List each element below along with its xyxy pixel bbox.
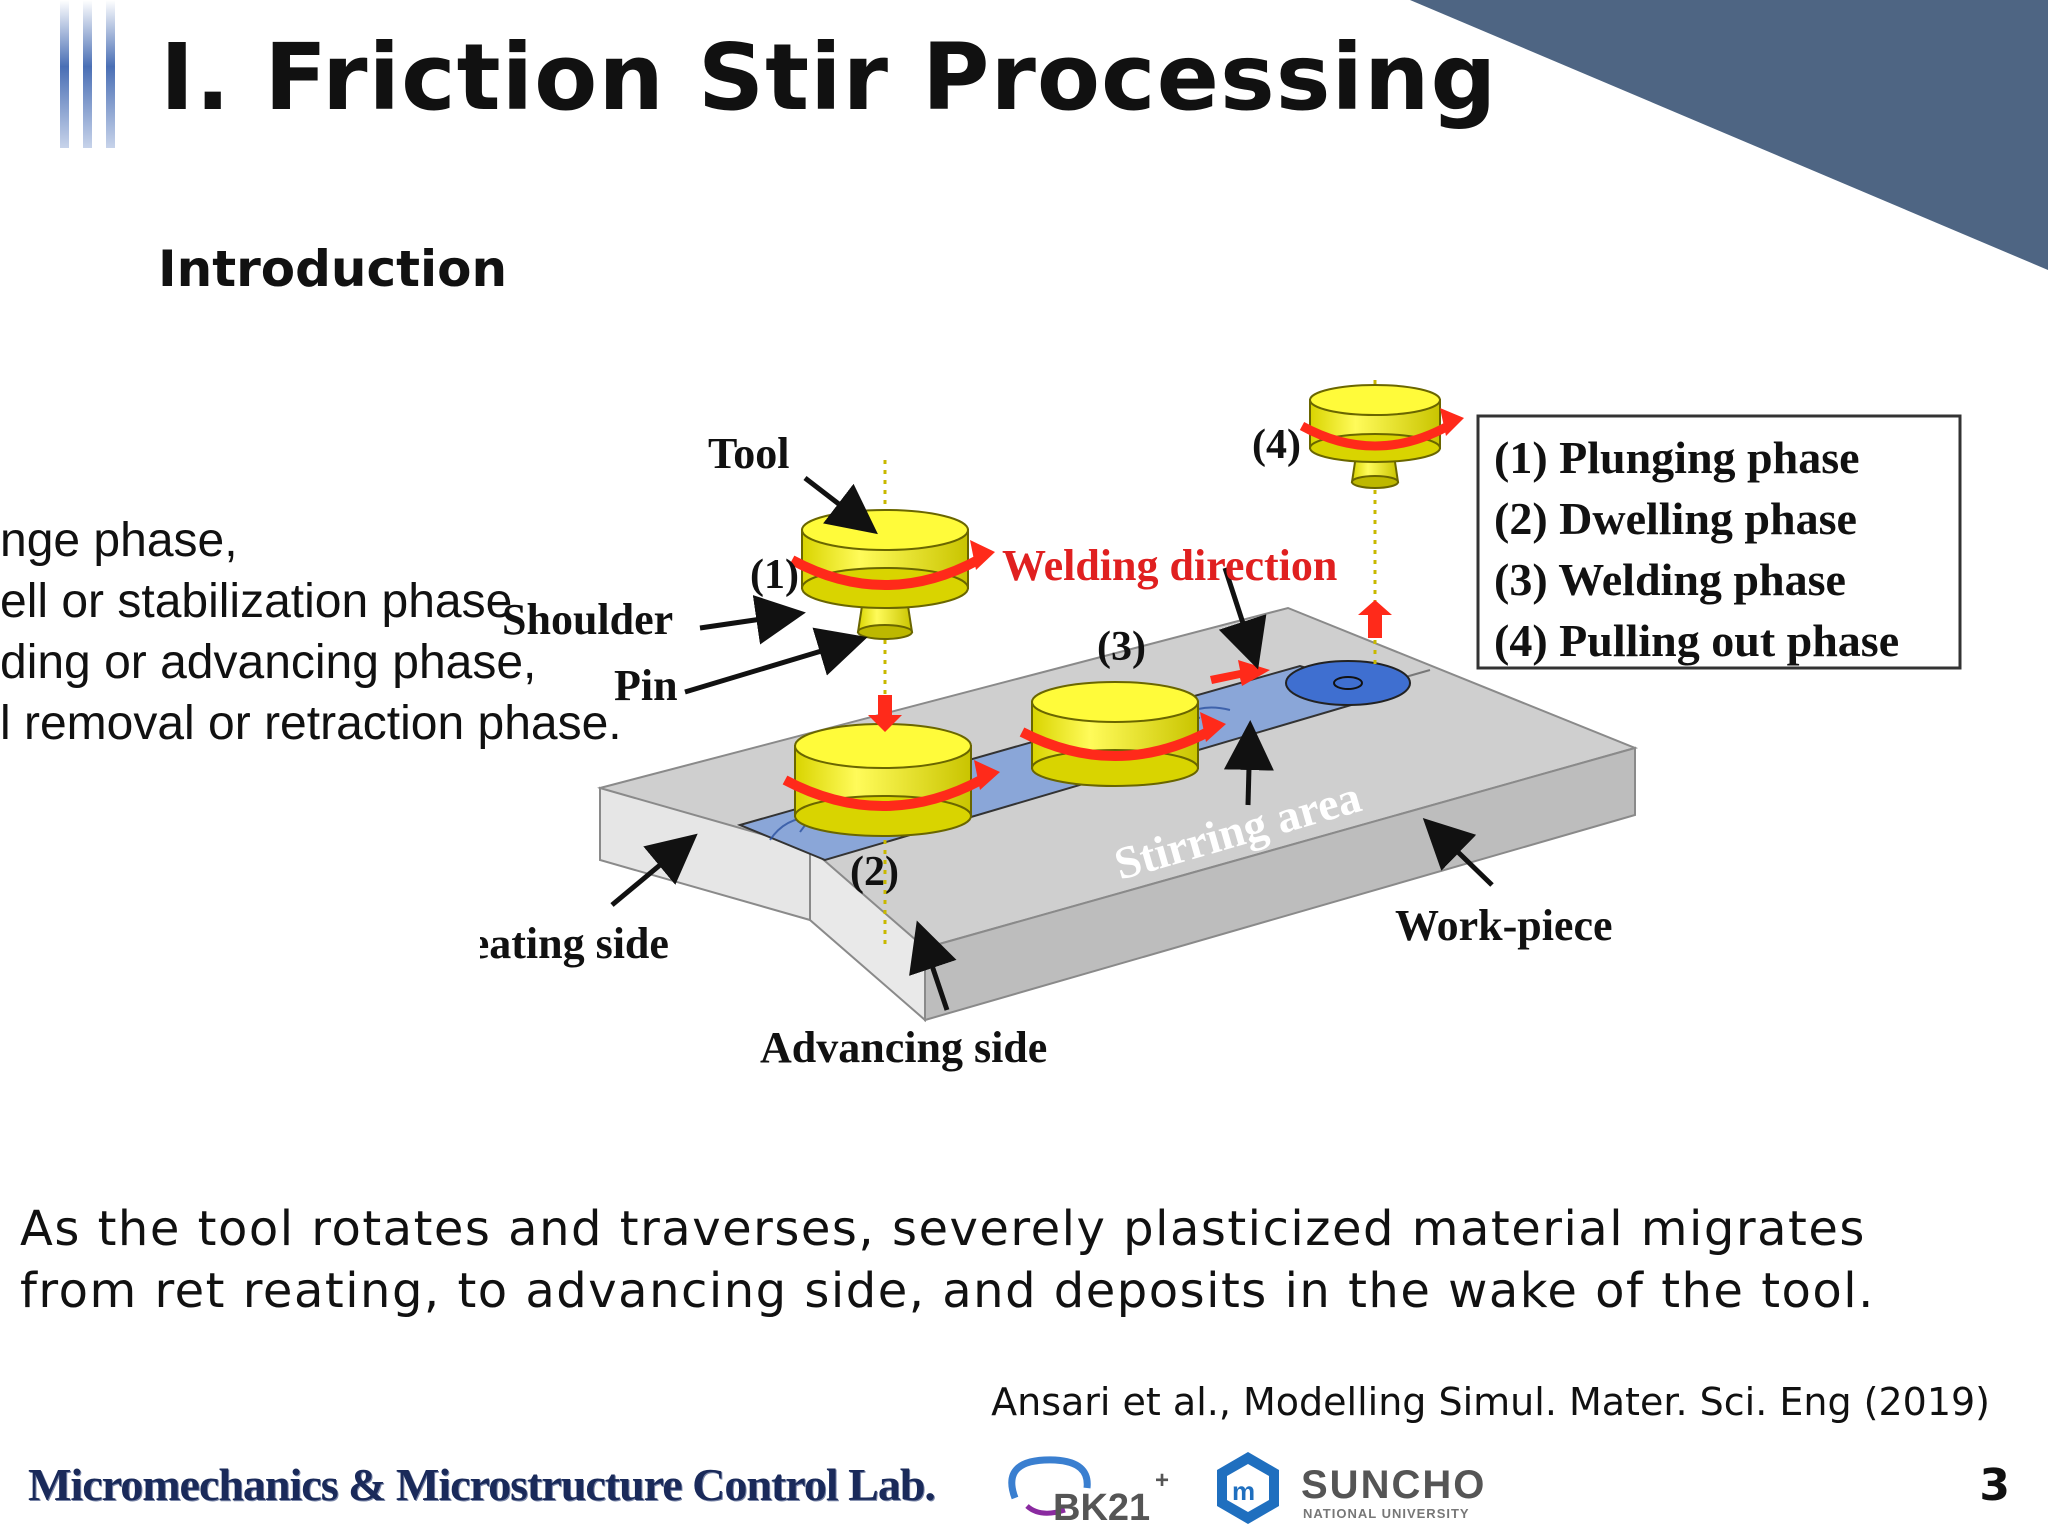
page-number: 3 — [1979, 1460, 2010, 1511]
phase-line-1: nge phase, — [0, 514, 238, 567]
tool-pulling-out — [1299, 380, 1464, 670]
section-subtitle: Introduction — [158, 240, 508, 298]
label-work-piece: Work-piece — [1395, 901, 1613, 950]
phase-line-2: ell or stabilization phase — [0, 575, 513, 628]
label-marker-2: (2) — [850, 849, 899, 895]
label-shoulder: Shoulder — [502, 595, 673, 644]
title-accent-bars — [60, 0, 115, 148]
university-sub: NATIONAL UNIVERSITY — [1303, 1506, 1470, 1521]
plate-side — [924, 746, 1636, 1022]
phase-line-4: l removal or retraction phase. — [0, 697, 622, 750]
phase-line-3: ding or advancing phase, — [0, 636, 537, 689]
tool-dwelling — [782, 690, 1000, 950]
svg-text:m: m — [1232, 1476, 1255, 1506]
bk21-text: BK21 — [1053, 1487, 1150, 1528]
phase-list: nge phase, ell or stabilization phase di… — [0, 510, 622, 754]
body-paragraph: As the tool rotates and traverses, sever… — [20, 1201, 1875, 1319]
citation: Ansari et al., Modelling Simul. Mater. S… — [991, 1380, 1990, 1424]
legend-item-3: (3) Welding phase — [1494, 554, 1846, 605]
fsp-diagram: Tool (1) Shoulder Pin Welding direction … — [480, 380, 1962, 1072]
label-marker-1: (1) — [750, 552, 799, 598]
label-welding-direction: Welding direction — [1002, 541, 1337, 590]
label-pin: Pin — [614, 661, 678, 710]
label-advancing-side: Advancing side — [760, 1023, 1047, 1072]
lab-name-logo: Micromechanics & Microstructure Control … — [28, 1459, 936, 1510]
legend-item-2: (2) Dwelling phase — [1494, 493, 1857, 544]
label-marker-3: (3) — [1097, 624, 1146, 670]
bk21-sup: + — [1155, 1467, 1169, 1494]
tool-plunging — [789, 460, 995, 710]
slide-title: I. Friction Stir Processing — [160, 24, 1498, 131]
legend-item-4: (4) Pulling out phase — [1494, 615, 1899, 666]
bk21-logo: BK21 + — [1008, 1456, 1169, 1528]
label-marker-4: (4) — [1252, 422, 1301, 468]
legend-item-1: (1) Plunging phase — [1494, 432, 1860, 483]
label-retreating-side: Retreating side — [480, 919, 669, 968]
phase-legend: (1) Plunging phase (2) Dwelling phase (3… — [1476, 414, 1962, 670]
tool-welding — [1019, 681, 1226, 787]
exit-hole — [1285, 660, 1411, 706]
corner-decoration — [1410, 0, 2048, 270]
label-tool: Tool — [708, 429, 790, 478]
